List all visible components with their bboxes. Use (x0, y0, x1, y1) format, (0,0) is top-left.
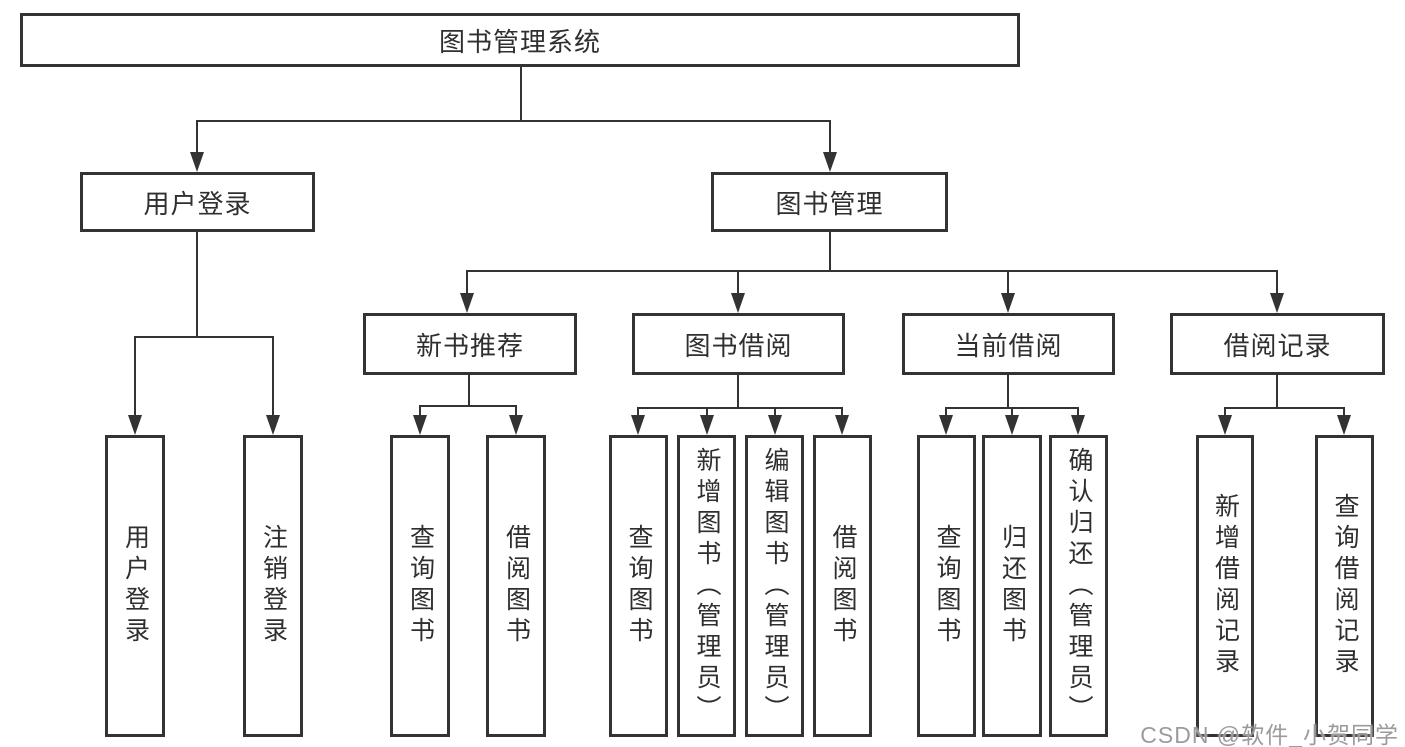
connector-line (637, 407, 639, 417)
arrowhead-down-icon (1218, 415, 1232, 435)
arrowhead-down-icon (768, 415, 782, 435)
connector-line (196, 120, 831, 122)
connector-line (419, 405, 517, 407)
arrowhead-down-icon (1005, 415, 1019, 435)
node-label: 图书管理系统 (438, 26, 601, 57)
leaf-label: 归还图书 (998, 524, 1027, 648)
leaf-confirm-return-admin: 确认归还（管理员） (1049, 435, 1108, 737)
connector-line (196, 120, 198, 154)
node-label: 借阅记录 (1223, 330, 1332, 361)
arrowhead-down-icon (509, 415, 523, 435)
arrowhead-down-icon (413, 415, 427, 435)
connector-line (134, 336, 136, 416)
connector-line (1343, 407, 1345, 417)
leaf-add-books-admin: 新增图书（管理员） (677, 435, 736, 737)
connector-line (1224, 407, 1226, 417)
node-label: 用户登录 (143, 188, 252, 219)
connector-line (829, 120, 831, 154)
connector-line (272, 336, 274, 416)
node-label: 图书借阅 (684, 330, 793, 361)
leaf-user-login: 用户登录 (105, 435, 165, 737)
connector-line (134, 336, 274, 338)
leaf-add-borrow-record: 新增借阅记录 (1196, 435, 1254, 737)
arrowhead-down-icon (823, 152, 837, 172)
leaf-label: 查询借阅记录 (1331, 493, 1359, 679)
arrowhead-down-icon (1270, 293, 1284, 313)
connector-line (1276, 270, 1278, 295)
leaf-label: 用户登录 (121, 524, 150, 648)
connector-line (774, 407, 776, 417)
arrowhead-down-icon (731, 293, 745, 313)
connector-line (466, 270, 1278, 272)
node-label: 当前借阅 (954, 330, 1063, 361)
csdn-watermark: CSDN @软件_小贺同学 (1140, 722, 1399, 747)
node-book-borrowing: 图书借阅 (632, 313, 845, 375)
leaf-query-books-current: 查询图书 (917, 435, 976, 737)
connector-line (841, 407, 843, 417)
node-label: 新书推荐 (415, 330, 524, 361)
arrowhead-down-icon (190, 152, 204, 172)
arrowhead-down-icon (1071, 415, 1085, 435)
connector-line (1007, 270, 1009, 295)
connector-line (829, 232, 831, 272)
arrowhead-down-icon (1001, 293, 1015, 313)
leaf-label: 借阅图书 (502, 524, 531, 648)
connector-line (706, 407, 708, 417)
arrowhead-down-icon (266, 415, 280, 435)
leaf-label: 查询图书 (406, 524, 435, 648)
connector-line (1007, 375, 1009, 407)
connector-line (637, 407, 843, 409)
leaf-label: 确认归还（管理员） (1065, 446, 1093, 726)
connector-line (515, 405, 517, 417)
node-current-borrowing: 当前借阅 (902, 313, 1115, 375)
node-label: 图书管理 (775, 188, 884, 219)
leaf-label: 查询图书 (933, 524, 961, 648)
connector-line (468, 375, 470, 405)
leaf-query-books-borrow: 查询图书 (609, 435, 668, 737)
leaf-borrow-books: 借阅图书 (813, 435, 872, 737)
arrowhead-down-icon (835, 415, 849, 435)
arrowhead-down-icon (1337, 415, 1351, 435)
leaf-query-books-recommend: 查询图书 (390, 435, 450, 737)
leaf-logout: 注销登录 (243, 435, 303, 737)
node-user-login: 用户登录 (80, 172, 315, 232)
connector-line (1011, 407, 1013, 417)
leaf-label: 新增借阅记录 (1211, 493, 1240, 679)
arrowhead-down-icon (460, 293, 474, 313)
connector-line (737, 375, 739, 407)
node-new-book-recommendation: 新书推荐 (363, 313, 577, 375)
leaf-borrow-books-recommend: 借阅图书 (486, 435, 546, 737)
arrowhead-down-icon (631, 415, 645, 435)
leaf-query-borrow-record: 查询借阅记录 (1315, 435, 1374, 737)
connector-line (1224, 407, 1345, 409)
leaf-return-books: 归还图书 (982, 435, 1042, 737)
node-library-management-system: 图书管理系统 (20, 13, 1020, 67)
connector-line (1077, 407, 1079, 417)
arrowhead-down-icon (700, 415, 714, 435)
leaf-label: 查询图书 (625, 524, 653, 648)
node-book-management: 图书管理 (711, 172, 948, 232)
node-borrowing-records: 借阅记录 (1170, 313, 1385, 375)
connector-line (1276, 375, 1278, 407)
connector-line (945, 407, 947, 417)
arrowhead-down-icon (939, 415, 953, 435)
leaf-label: 编辑图书（管理员） (761, 446, 789, 726)
arrowhead-down-icon (128, 415, 142, 435)
connector-line (196, 232, 198, 336)
leaf-label: 注销登录 (259, 524, 288, 648)
leaf-label: 借阅图书 (829, 524, 857, 648)
leaf-edit-books-admin: 编辑图书（管理员） (745, 435, 804, 737)
connector-line (520, 67, 522, 120)
leaf-label: 新增图书（管理员） (693, 446, 721, 726)
connector-line (466, 270, 468, 295)
connector-line (419, 405, 421, 417)
connector-line (737, 270, 739, 295)
